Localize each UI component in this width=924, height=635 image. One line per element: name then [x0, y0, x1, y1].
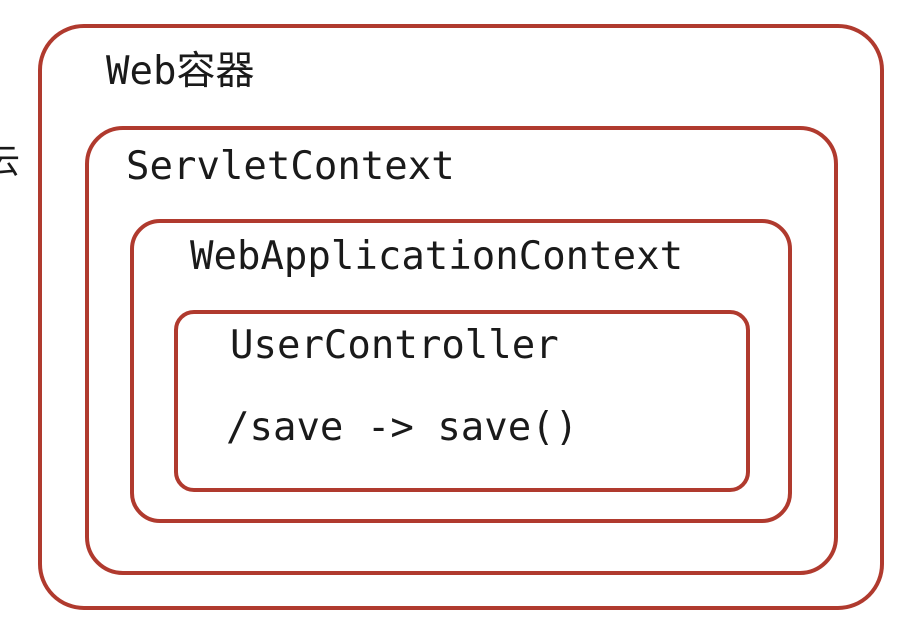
user-controller-label: UserController [230, 323, 559, 368]
web-container-label: Web容器 [106, 49, 255, 94]
web-application-context-label: WebApplicationContext [190, 234, 684, 279]
servlet-context-label: ServletContext [126, 144, 455, 189]
user-controller-box [174, 310, 750, 492]
request-mapping-text: /save -> save() [226, 405, 579, 450]
cropped-edge-text: 云 [0, 142, 20, 182]
